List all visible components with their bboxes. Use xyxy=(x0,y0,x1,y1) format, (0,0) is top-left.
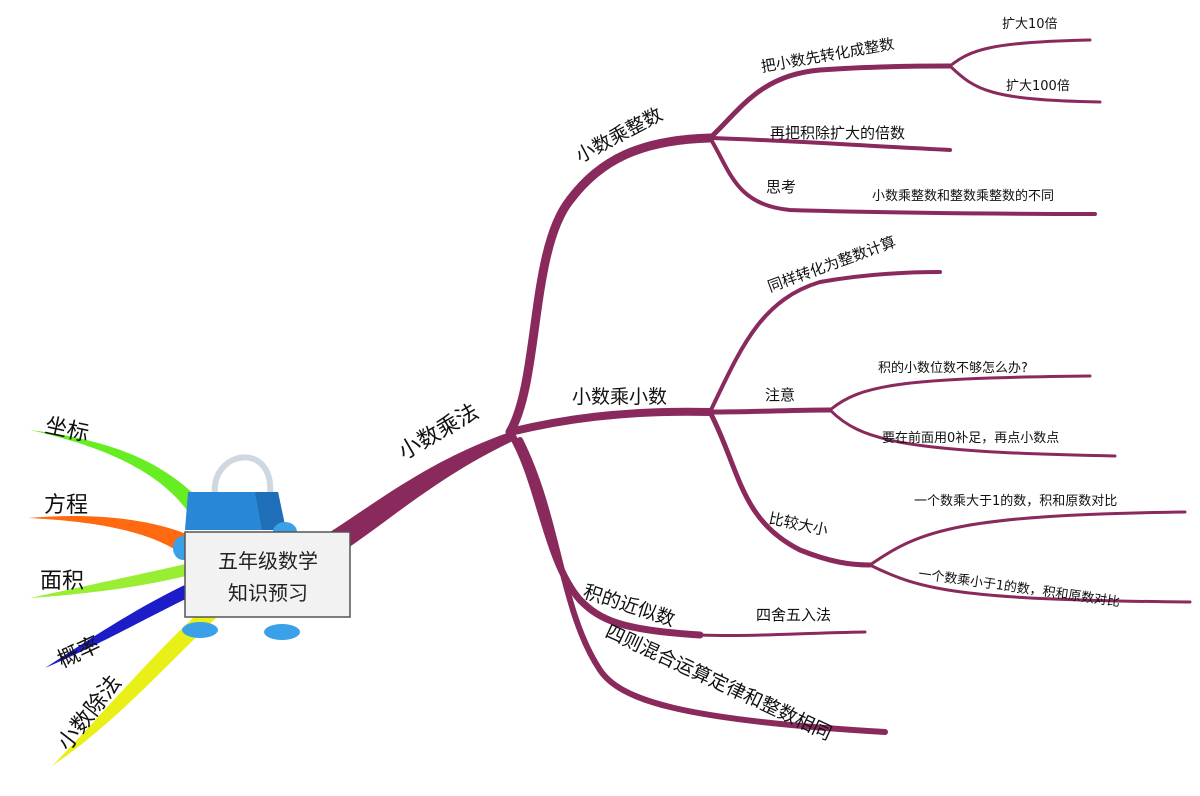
node-less-than-one[interactable]: 一个数乘小于1的数，积和原数对比 xyxy=(917,566,1121,610)
main-branch-tree xyxy=(330,38,1192,735)
node-multiply-by-100[interactable]: 扩大100倍 xyxy=(1006,79,1070,94)
branch-decimal-division[interactable] xyxy=(52,598,225,766)
center-sign xyxy=(184,531,351,618)
center-illustration[interactable]: 五年级数学 知识预习 xyxy=(173,454,351,640)
node-rounding[interactable]: 四舍五入法 xyxy=(756,606,831,624)
bag-handle-icon xyxy=(211,454,274,496)
node-decimal-times-decimal[interactable]: 小数乘小数 xyxy=(572,386,667,408)
node-think[interactable]: 思考 xyxy=(766,178,796,196)
branch-probability[interactable] xyxy=(45,578,205,668)
topic-area[interactable]: 面积 xyxy=(40,569,84,594)
branch-area[interactable] xyxy=(30,562,195,598)
node-convert-same[interactable]: 同样转化为整数计算 xyxy=(765,233,898,296)
node-not-enough-digits[interactable]: 积的小数位数不够怎么办? xyxy=(878,360,1028,376)
node-greater-than-one[interactable]: 一个数乘大于1的数，积和原数对比 xyxy=(914,493,1117,509)
topic-equation[interactable]: 方程 xyxy=(44,493,88,518)
topic-coordinates[interactable]: 坐标 xyxy=(43,413,91,447)
node-mixed-operations[interactable]: 四则混合运算定律和整数相同 xyxy=(602,621,835,745)
node-note[interactable]: 注意 xyxy=(765,386,795,404)
left-branches xyxy=(28,430,225,766)
center-title-line1: 五年级数学 xyxy=(218,549,318,573)
node-difference[interactable]: 小数乘整数和整数乘整数的不同 xyxy=(872,188,1054,204)
node-multiply-by-10[interactable]: 扩大10倍 xyxy=(1002,17,1058,32)
branch-equation[interactable] xyxy=(28,516,200,560)
main-trunk xyxy=(330,432,515,550)
center-title-line2: 知识预习 xyxy=(228,581,308,605)
branch-coordinates[interactable] xyxy=(30,430,200,522)
node-divide-product[interactable]: 再把积除扩大的倍数 xyxy=(770,124,905,142)
node-pad-zero[interactable]: 要在前面用0补足，再点小数点 xyxy=(882,430,1059,446)
